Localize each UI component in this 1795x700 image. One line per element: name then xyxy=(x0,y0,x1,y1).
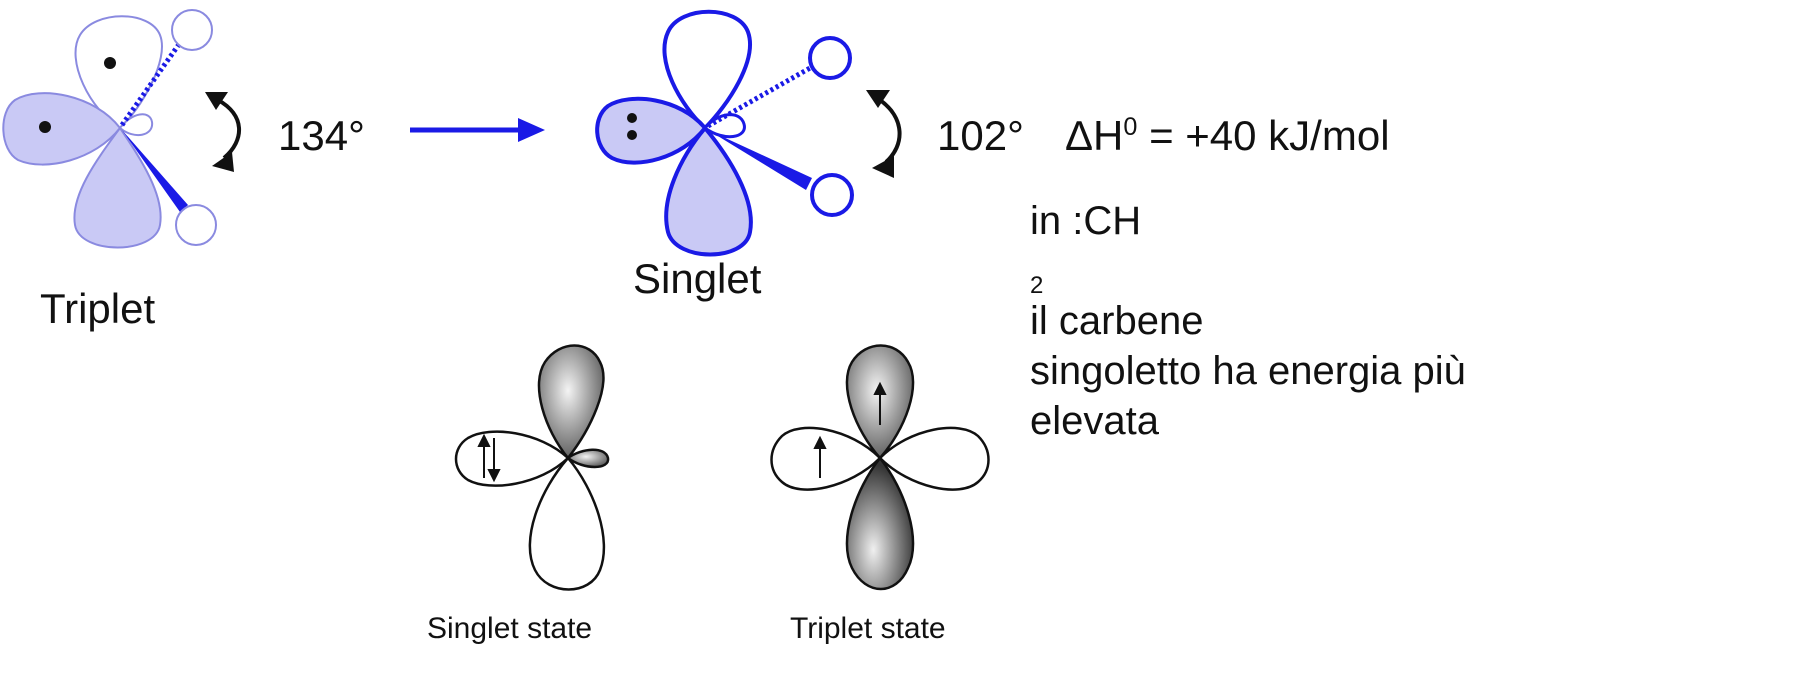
singlet-state-arrows xyxy=(477,433,501,483)
singlet-sp2-lobe xyxy=(595,96,708,165)
triplet-wedge-bond xyxy=(122,130,188,212)
enthalpy-label: ΔH0 = +40 kJ/mol xyxy=(1065,112,1390,160)
reaction-arrow xyxy=(410,118,545,142)
singlet-angle-arrow xyxy=(866,90,902,178)
triplet-hydrogen-top xyxy=(171,9,213,51)
triplet-angle-label: 134° xyxy=(278,112,365,159)
triplet-electron-top xyxy=(104,57,116,69)
triplet-sp2-lobe xyxy=(2,92,122,166)
note-line-3: elevata xyxy=(1030,399,1159,443)
singlet-hydrogen-bottom xyxy=(810,173,854,217)
singlet-state-orbital xyxy=(454,344,610,591)
singlet-electron-pair-1 xyxy=(627,113,637,123)
triplet-hydrogen-bottom xyxy=(175,204,217,246)
enthalpy-prefix: ΔH xyxy=(1065,112,1124,159)
singlet-angle-label: 102° xyxy=(937,112,1024,159)
singlet-hydrogen-top xyxy=(808,36,852,80)
triplet-bottom-lobe xyxy=(73,126,162,249)
singlet-label: Singlet xyxy=(633,255,762,302)
triplet-angle-arrow xyxy=(205,92,241,172)
singlet-wedge-bond xyxy=(708,130,812,190)
triplet-carbene xyxy=(2,9,217,249)
singlet-top-lobe xyxy=(662,9,752,131)
enthalpy-sup: 0 xyxy=(1123,113,1138,141)
triplet-state-orbital xyxy=(770,344,990,591)
singlet-state-label: Singlet state xyxy=(427,612,593,645)
triplet-state-label: Triplet state xyxy=(790,612,946,645)
note-line-2: singoletto ha energia più xyxy=(1030,349,1466,393)
triplet-state-arrows xyxy=(813,381,887,478)
singlet-hashed-bond xyxy=(706,65,812,129)
triplet-back-lobe xyxy=(118,113,154,137)
triplet-label: Triplet xyxy=(40,285,156,332)
singlet-bottom-lobe xyxy=(664,124,753,257)
enthalpy-value: = +40 kJ/mol xyxy=(1137,112,1390,159)
triplet-electron-left xyxy=(39,121,51,133)
singlet-carbene xyxy=(595,9,854,257)
singlet-electron-pair-2 xyxy=(627,130,637,140)
triplet-hashed-bond xyxy=(119,38,185,127)
